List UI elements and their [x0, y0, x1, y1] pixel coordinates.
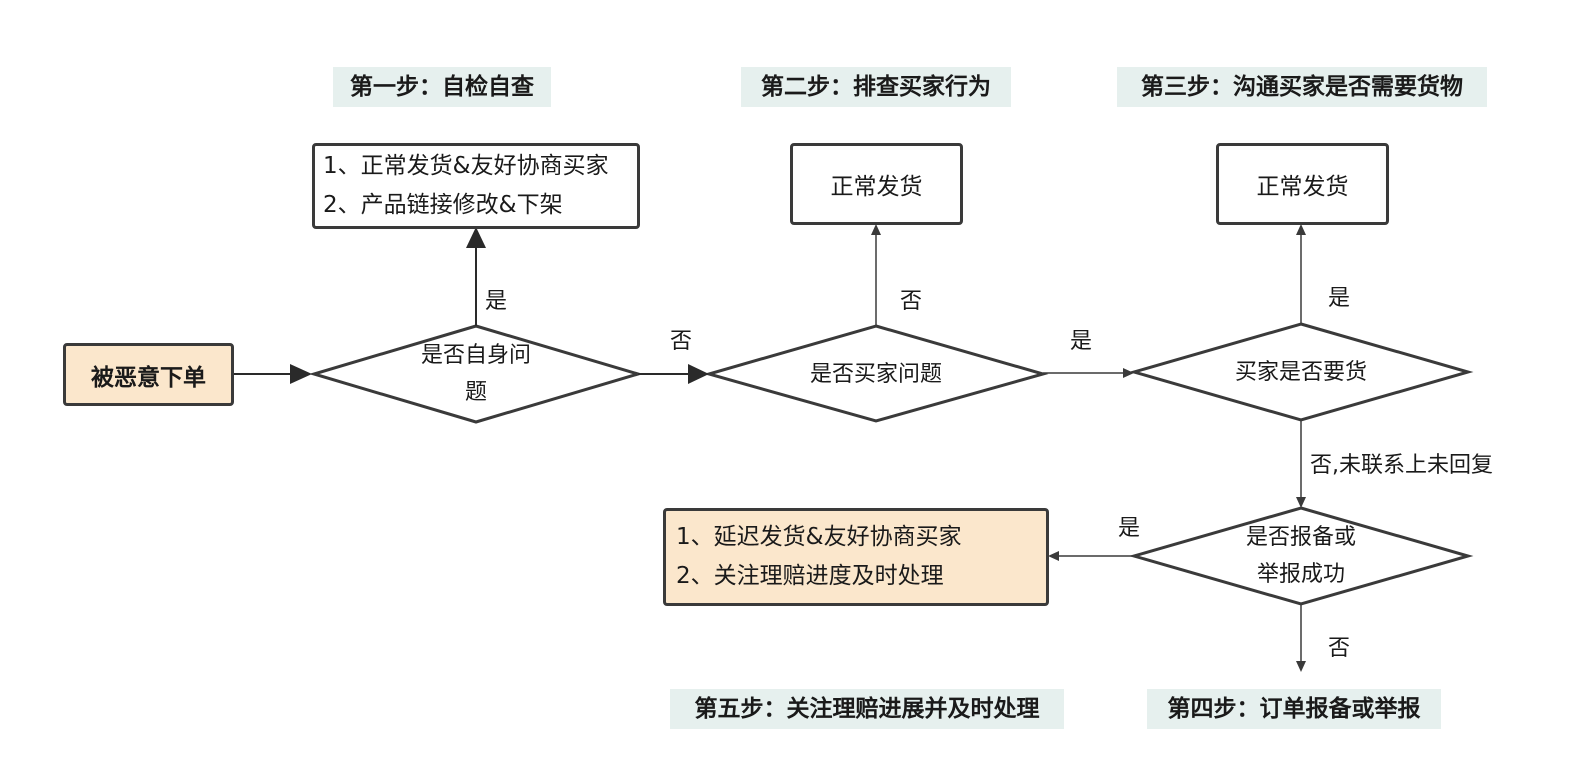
edge-label-self-no: 否 [670, 329, 693, 354]
ship-normal-box-2-label: 正常发货 [1256, 174, 1349, 200]
arrow-buyer-wants-yes [1296, 224, 1306, 324]
step-4-label: 第四步：订单报备或举报 [1147, 689, 1441, 729]
arrow-buyer-wants-no [1296, 420, 1306, 508]
start-node-label: 被恶意下单 [91, 364, 206, 391]
step-5-label: 第五步：关注理赔进展并及时处理 [670, 689, 1064, 729]
edge-label-report-yes: 是 [1118, 516, 1141, 541]
edge-label-wants-yes: 是 [1328, 286, 1351, 311]
arrow-start-to-self-check [233, 364, 312, 384]
step-2-label: 第二步：排查买家行为 [741, 67, 1011, 107]
decision-report-success-line2: 举报成功 [1256, 562, 1345, 587]
start-node: 被恶意下单 [63, 343, 234, 406]
arrow-self-check-yes [466, 227, 486, 326]
ship-normal-box-1-label: 正常发货 [830, 174, 923, 200]
action-box-claim-line1: 1、延迟发货&友好协商买家 [676, 524, 962, 550]
edge-label-wants-no: 否,未联系上未回复 [1310, 453, 1493, 478]
decision-buyer-issue-text: 是否买家问题 [776, 355, 976, 393]
decision-buyer-issue-label: 是否买家问题 [809, 361, 942, 387]
decision-self-check-line1: 是否自身问 [420, 343, 531, 368]
decision-diamond-buyer-issue [703, 324, 1049, 423]
action-box-self-fix-line2: 2、产品链接修改&下架 [323, 192, 563, 218]
decision-buyer-wants-text: 买家是否要货 [1201, 353, 1401, 391]
ship-normal-box-2: 正常发货 [1216, 143, 1389, 225]
decision-self-check-text: 是否自身问 题 [396, 336, 556, 412]
action-box-self-fix: 1、正常发货&友好协商买家 2、产品链接修改&下架 [312, 143, 640, 229]
step-3-label: 第三步：沟通买家是否需要货物 [1117, 67, 1487, 107]
edge-label-self-yes: 是 [485, 289, 508, 314]
decision-self-check-line2: 题 [464, 380, 487, 405]
edge-label-report-no: 否 [1328, 636, 1351, 661]
ship-normal-box-1: 正常发货 [790, 143, 963, 225]
arrow-buyer-issue-yes [1043, 368, 1134, 378]
action-box-claim: 1、延迟发货&友好协商买家 2、关注理赔进度及时处理 [663, 508, 1049, 606]
arrow-report-yes [1048, 551, 1134, 561]
arrow-buyer-issue-no [871, 224, 881, 326]
decision-report-success-line1: 是否报备或 [1245, 525, 1356, 550]
action-box-self-fix-line1: 1、正常发货&友好协商买家 [323, 153, 609, 179]
edge-label-buyer-no: 否 [900, 289, 923, 314]
arrow-self-check-no [638, 364, 709, 384]
edge-label-buyer-yes: 是 [1070, 329, 1093, 354]
arrow-report-no [1296, 604, 1306, 672]
action-box-claim-line2: 2、关注理赔进度及时处理 [676, 563, 944, 589]
decision-buyer-wants-label: 买家是否要货 [1234, 359, 1367, 385]
decision-diamond-self-check [308, 324, 644, 424]
decision-report-success-text: 是否报备或 举报成功 [1211, 518, 1391, 594]
step-1-label: 第一步：自检自查 [333, 67, 551, 107]
